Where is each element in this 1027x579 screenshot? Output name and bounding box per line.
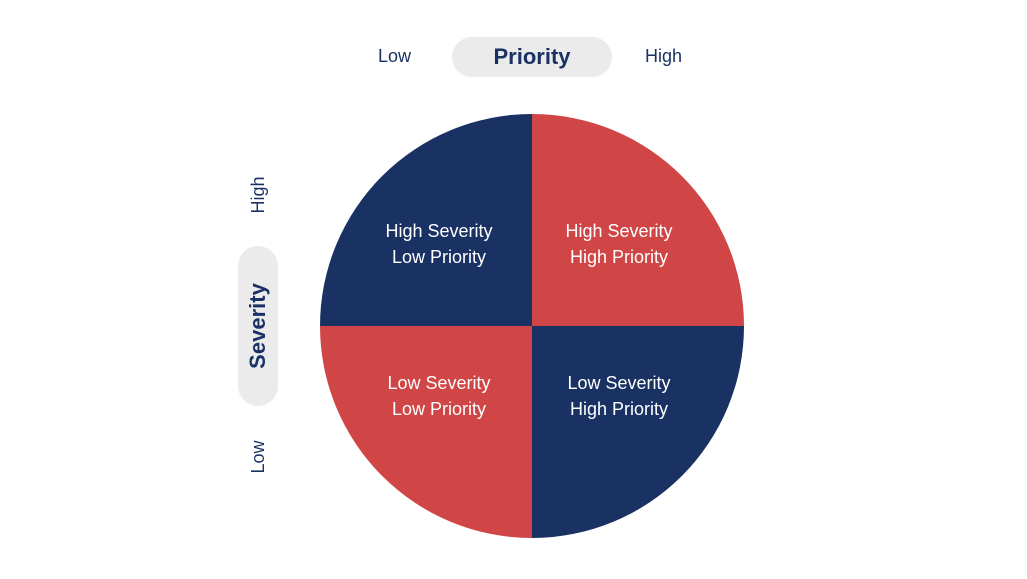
quadrant-line1: High Severity xyxy=(385,221,493,241)
severity-low-text: Low xyxy=(247,440,268,474)
severity-priority-matrix: High Severity Low Priority High Severity… xyxy=(320,114,744,538)
priority-low-label: Low xyxy=(378,46,412,66)
quadrant-high-severity-high-priority: High Severity High Priority xyxy=(532,114,744,326)
quadrant-low-severity-low-priority: Low Severity Low Priority xyxy=(320,326,532,538)
severity-high-text: High xyxy=(247,176,268,214)
quadrant-line2: High Priority xyxy=(569,247,669,267)
quadrant-line2: Low Priority xyxy=(391,247,487,267)
quadrant-line1: Low Severity xyxy=(567,373,671,393)
priority-axis-title: Priority xyxy=(452,37,612,77)
severity-high-label: High xyxy=(248,165,268,225)
quadrant-line2: High Priority xyxy=(569,399,669,419)
quadrant-high-severity-low-priority: High Severity Low Priority xyxy=(320,114,532,326)
quadrant-line2: Low Priority xyxy=(391,399,487,419)
quadrant-line1: Low Severity xyxy=(387,373,491,393)
severity-axis-title: Severity xyxy=(238,246,278,406)
severity-axis-title-text: Severity xyxy=(245,283,270,369)
quadrant-low-severity-high-priority: Low Severity High Priority xyxy=(532,326,744,538)
quadrant-line1: High Severity xyxy=(565,221,673,241)
severity-low-label: Low xyxy=(248,427,268,487)
priority-high-label: High xyxy=(645,46,683,66)
